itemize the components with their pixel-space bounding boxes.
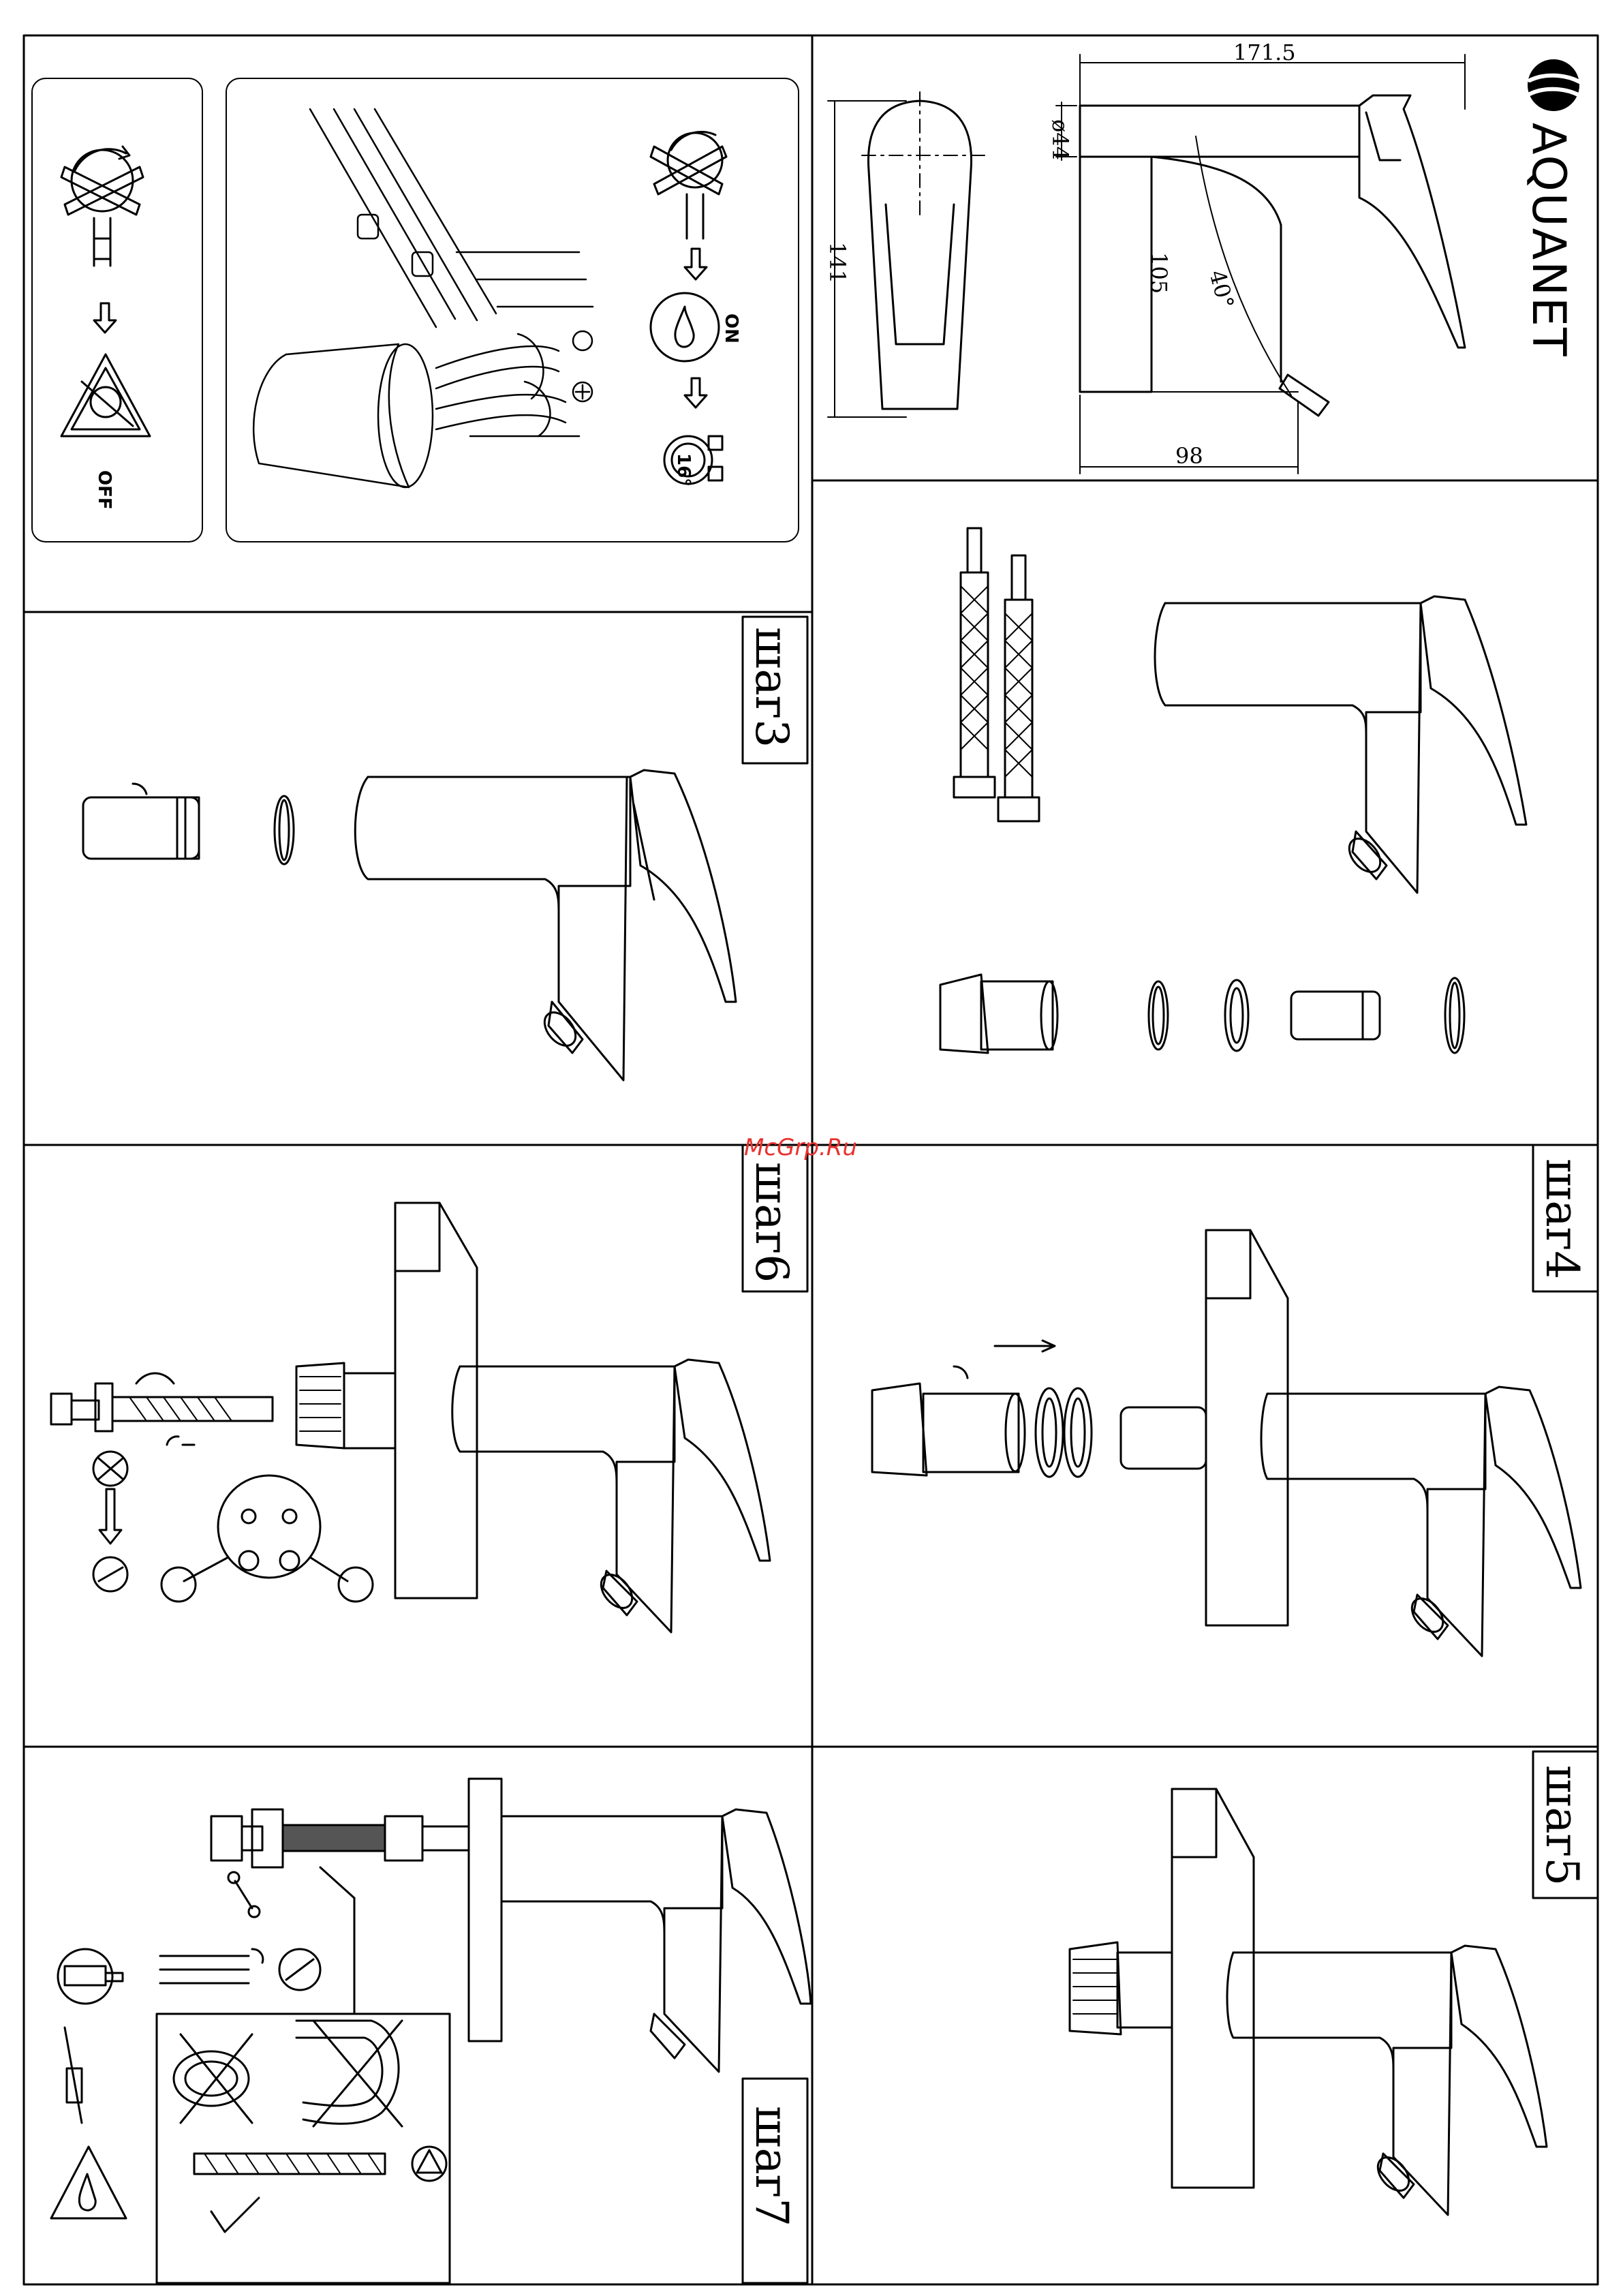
panel-dimensions: 141 171.5 ø44 105 40° 98	[824, 40, 1579, 474]
tighten-icons-step7	[58, 1949, 320, 2004]
height-dimension: 141	[824, 242, 850, 284]
wrong-bend-hose	[296, 2021, 402, 2126]
o-ring-part	[275, 796, 294, 864]
faucet-body-step7	[501, 1809, 811, 2072]
wall-plate-step5	[1172, 1789, 1254, 2188]
hose-connected-step7	[211, 1809, 469, 1867]
faucet-body-parts	[1155, 596, 1526, 893]
step6-label: шаг6	[745, 1162, 798, 1283]
direction-arrow-step4	[995, 1341, 1055, 1351]
handle-rotate-icon	[61, 147, 143, 266]
wrench-icon-step7	[228, 1872, 260, 1917]
handle-rotate-icon-2	[651, 132, 726, 239]
faucet-body-step4	[1261, 1387, 1581, 1656]
faucet-body-step6	[452, 1360, 770, 1632]
sleeve-part	[1291, 992, 1380, 1039]
flexible-hose-2	[998, 555, 1039, 821]
hole-template-icon	[161, 1475, 373, 1602]
faucet-body-step3	[355, 770, 736, 1080]
flexible-hose-1	[954, 528, 995, 797]
off-label: OFF	[94, 470, 114, 510]
mixing-pipes-diagram	[253, 109, 593, 487]
faucet-body-step5	[1227, 1946, 1547, 2215]
panel-step7: шаг7	[51, 1779, 811, 2283]
hose-valve-step6	[51, 1373, 273, 1445]
panel-operation: OFF	[32, 78, 799, 542]
down-arrow-icon-2	[685, 249, 707, 279]
spout-reach-dimension: 98	[1175, 443, 1203, 469]
extension-sleeve-part	[83, 784, 199, 859]
panel-step3: шаг3	[83, 617, 807, 1080]
threaded-pipe-step4	[1121, 1407, 1206, 1469]
union-nut-step5	[1070, 1942, 1172, 2034]
diameter-dimension: ø44	[1047, 119, 1073, 160]
step3-label: шаг3	[745, 627, 798, 748]
front-view-drawing: 141	[824, 92, 985, 417]
brand-name: AQUANET	[1521, 123, 1575, 358]
panel-parts	[940, 528, 1526, 1053]
correct-straight-hose	[194, 2147, 446, 2232]
spout-height-dimension: 105	[1146, 252, 1172, 294]
washer-part-1	[1149, 981, 1168, 1050]
down-arrow-icon	[94, 303, 116, 333]
total-length-dimension: 171.5	[1233, 40, 1296, 65]
aquanet-logo: AQUANET	[1521, 59, 1579, 358]
union-nut-step6	[296, 1363, 395, 1448]
o-ring-part-2	[1445, 978, 1464, 1053]
down-arrow-icon-3	[685, 378, 707, 408]
valve-side-icon-step7	[65, 2027, 82, 2123]
temp-label: 16°	[673, 453, 694, 487]
watermark: McGrp.Ru	[744, 1134, 857, 1161]
warning-off-icon: OFF	[61, 354, 150, 510]
hose-bending-box	[157, 1867, 450, 2283]
panel-step4: шаг4	[872, 1145, 1598, 1656]
panel-step6: шаг6	[51, 1145, 807, 1632]
on-label: ON	[721, 313, 741, 343]
wall-plate-step6	[395, 1203, 477, 1598]
no-water-icon	[93, 1452, 127, 1591]
warning-drop-icon-step7	[51, 2147, 126, 2218]
wall-plate-step4	[1206, 1230, 1288, 1625]
step7-label: шаг7	[745, 2106, 798, 2226]
angle-dimension: 40°	[1204, 267, 1239, 311]
side-view-drawing: 171.5 ø44 105 40° 98	[1047, 40, 1465, 474]
union-nut-step4	[872, 1366, 1025, 1475]
panel-step5: шаг5	[1070, 1751, 1598, 2215]
union-nut-part	[940, 975, 1057, 1053]
water-on-icon: ON	[651, 293, 741, 361]
wall-plate-step7	[469, 1779, 501, 2041]
temperature-icon: 16°	[664, 436, 722, 487]
wrong-crush-hose	[174, 2034, 252, 2123]
washers-step4	[1036, 1388, 1092, 1477]
step5-label: шаг5	[1536, 1765, 1588, 1886]
washer-part-2	[1225, 980, 1248, 1051]
step4-label: шаг4	[1536, 1159, 1588, 1279]
